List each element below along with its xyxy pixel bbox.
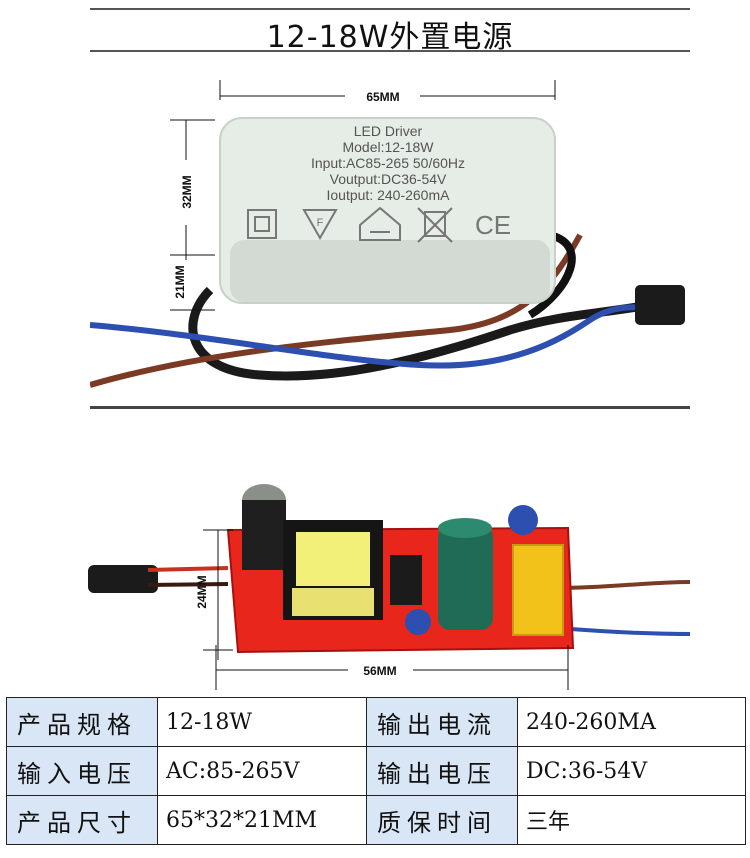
driver-housing-photo: LED Driver Model:12-18W Input:AC85-265 5… [90,80,685,388]
spec-table: 产品规格 12-18W 输出电流 240-260MA 输入电压 AC:85-26… [6,697,746,845]
input-cable [88,565,158,593]
label-line: Voutput:DC36-54V [330,171,447,187]
blue-wire [90,304,666,369]
spec-label: 产品尺寸 [6,795,158,845]
table-row: 产品规格 12-18W 输出电流 240-260MA [6,697,746,747]
label-line: Input:AC85-265 50/60Hz [311,155,465,171]
spec-label: 输出电压 [366,746,518,796]
output-brown-wire [557,580,690,590]
label-line: LED Driver [354,123,423,139]
dim-height-label: 32MM [180,175,194,208]
x-capacitor [512,544,564,636]
black-wire-loop [527,231,576,319]
spec-value: AC:85-265V [157,746,367,796]
spec-value: 65*32*21MM [157,795,367,845]
page-title: 12-18W外置电源 [266,20,514,55]
housing-side [230,240,550,302]
title-rule-top [90,8,690,10]
table-row: 产品尺寸 65*32*21MM 质保时间 三年 [6,795,746,845]
dim-depth-label: 21MM [173,265,187,298]
spec-label: 产品规格 [6,697,158,747]
ceramic-capacitor [405,609,431,635]
weee-bin-icon [417,207,453,243]
spec-value: 三年 [517,795,746,845]
indoor-use-icon [359,206,401,241]
double-insulation-icon [247,209,277,239]
input-capacitor [242,500,286,570]
svg-text:F: F [317,217,324,229]
label-line: Model:12-18W [342,139,434,155]
label-line: Ioutput: 240-260mA [327,187,451,203]
spec-value: 12-18W [157,697,367,747]
spec-label: 输出电流 [366,697,518,747]
spec-value: 240-260MA [517,697,746,747]
pcb-board-photo: 24MM 56MM [88,484,690,690]
ceramic-capacitor [508,505,538,535]
ce-mark-icon: CE [475,210,511,240]
title-rule-bottom [90,50,690,52]
f-mark-icon: F [302,209,338,241]
pcb-dim-height-label: 24MM [195,575,209,608]
dim-width-label: 65MM [366,90,399,104]
spec-value: DC:36-54V [517,746,746,796]
output-blue-wire [557,626,690,636]
wire-connector [635,285,685,325]
pcb-dim-width-label: 56MM [363,664,396,678]
transformer-coil [296,532,370,586]
table-row: 输入电压 AC:85-265V 输出电压 DC:36-54V [6,746,746,796]
spec-label: 质保时间 [366,795,518,845]
spec-label: 输入电压 [6,746,158,796]
title-bar: 12-18W外置电源 [90,8,690,55]
output-capacitor [438,525,493,630]
section-rule [90,406,690,409]
driver-ic [390,555,422,605]
